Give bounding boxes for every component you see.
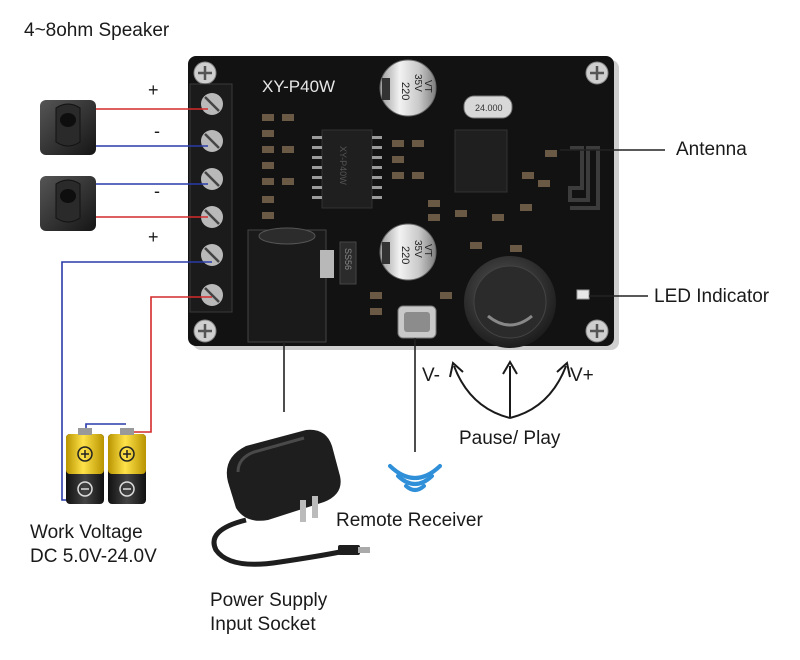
chip-label: XY-P40W [338,146,348,185]
mounting-screw-icon [193,61,609,343]
diode-label: SS56 [343,248,353,270]
input-socket-label: Input Socket [210,614,316,635]
power-supply-label: Power Supply [210,590,328,611]
work-voltage-label: Work Voltage [30,522,143,543]
cap-label-top: 220 [399,82,411,100]
chip-pins [312,136,382,199]
pcb-antenna-icon [568,146,600,210]
speaker-wires [96,108,208,218]
led-icon [576,289,590,300]
terminal-minus-1: - [154,121,160,141]
antenna-label: Antenna [676,139,747,160]
knob-action-arrows [449,360,571,419]
smd-components [262,114,557,315]
bt-chip-icon [454,129,508,193]
crystal-label: 24.000 [475,103,503,113]
terminal-plus-2: + [148,227,159,247]
battery-icon [66,428,146,504]
cap-series-top: VT [422,80,433,93]
terminal-minus-2: - [154,181,160,201]
cap-voltage-top: 35V [412,74,423,92]
crystal-icon [463,95,513,119]
pause-play-label: Pause/ Play [459,428,561,449]
work-voltage-range: DC 5.0V-24.0V [30,546,157,567]
capacitor-icon [379,59,437,281]
terminal-plus-1: + [148,80,159,100]
dc-jack-icon [247,227,334,343]
vol-up-label: V+ [570,365,594,386]
power-adapter-icon [211,429,370,567]
terminal-block [189,83,233,313]
speaker-icon [40,100,96,231]
signal-wave-icon [388,464,442,492]
remote-label: Remote Receiver [336,510,483,531]
led-label: LED Indicator [654,286,770,307]
cap-voltage-bottom: 35V [412,240,423,258]
board-model: XY-P40W [262,77,335,96]
cap-series-bottom: VT [422,244,433,257]
diode-icon [339,241,357,285]
speaker-label: 4~8ohm Speaker [24,20,170,41]
vol-down-label: V- [422,365,440,386]
amp-chip-icon [321,129,373,209]
cap-label-bottom: 220 [399,246,411,264]
